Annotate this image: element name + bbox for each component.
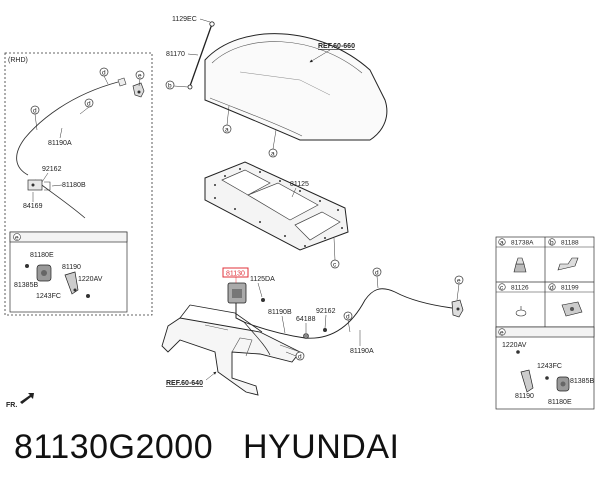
hood-insulator-icon <box>204 161 349 251</box>
svg-text:d: d <box>375 270 379 277</box>
legend-detail-label-bolt: 1243FC <box>537 363 562 370</box>
rhd-release-handle-icon <box>132 82 145 98</box>
legend-latch-icon <box>545 376 570 392</box>
label-grommet: 64188 <box>296 316 316 323</box>
svg-text:c: c <box>500 285 504 292</box>
label-latch-assy: 81130 <box>226 271 245 278</box>
rhd-latch-icon <box>25 264 52 282</box>
rhd-label-handle-assy: 81180B <box>62 182 86 189</box>
rhd-callout-d1: d <box>99 67 109 85</box>
cable-handle-icon <box>451 299 464 318</box>
label-stay-rod: 81170 <box>166 51 185 58</box>
svg-text:d: d <box>298 354 302 361</box>
callout-d1: d <box>372 267 382 289</box>
svg-text:d: d <box>102 70 106 77</box>
svg-text:b: b <box>168 83 172 90</box>
label-cable: 81190A <box>350 348 374 355</box>
svg-text:a: a <box>225 127 229 134</box>
bumper-stop-icon <box>513 257 527 273</box>
legend-detail-e-callout: e <box>500 330 504 337</box>
latch-part-highlight-box <box>222 267 249 278</box>
label-spring: 92162 <box>316 308 336 315</box>
rhd-variant-box: (RHD) d d d <box>4 52 153 316</box>
rhd-callout-d2: d <box>79 98 94 115</box>
label-front: FR. <box>6 402 17 409</box>
label-stay-clip: 1129EC <box>172 16 197 23</box>
svg-text:d: d <box>33 108 37 115</box>
label-panel-ref: REF.60-640 <box>166 380 203 387</box>
rhd-detail-e-callout: e <box>15 235 19 242</box>
rhd-label-spring: 92162 <box>42 166 62 173</box>
callout-a1: a <box>222 105 232 134</box>
label-insulator: 81125 <box>290 181 309 188</box>
cable-grommet-icon <box>303 328 327 339</box>
svg-text:b: b <box>550 240 554 247</box>
rhd-detail-label-bolt-a: 81385B <box>14 282 38 289</box>
rhd-cable <box>16 81 119 176</box>
front-arrow-icon <box>20 393 34 404</box>
rhd-detail-label-lever: 81190 <box>62 264 81 271</box>
callout-a2: a <box>268 129 278 158</box>
legend-part-a: 81738A <box>511 240 534 247</box>
svg-text:e: e <box>457 278 461 285</box>
callout-c: c <box>330 237 340 269</box>
callout-b: b <box>165 80 189 90</box>
legend-cell-d: d 81199 <box>548 283 583 317</box>
callout-d3: d <box>285 351 305 361</box>
stay-holder-icon <box>557 257 579 271</box>
legend-cell-c: c 81126 <box>498 283 529 317</box>
rhd-detail-label-screw: 1220AV <box>78 276 103 283</box>
part-caption: 81130G2000 HYUNDAI <box>14 428 399 467</box>
legend-grid: a 81738A b 81188 c 81126 d <box>495 236 595 328</box>
svg-text:d: d <box>87 101 91 108</box>
svg-text:a: a <box>271 151 275 158</box>
rhd-bracket-icon <box>27 179 51 191</box>
legend-detail-label-screw: 1220AV <box>502 342 527 349</box>
rhd-detail-label-bolt-b: 1243FC <box>36 293 61 300</box>
rhd-callout-e: e <box>135 70 145 87</box>
hood-latch-assembly-icon <box>227 282 265 323</box>
part-number: 81130G2000 <box>14 428 214 466</box>
hood-icon <box>204 33 388 141</box>
svg-text:d: d <box>346 314 350 321</box>
legend-detail-label-bolt-b: 81385B <box>570 378 594 385</box>
svg-text:d: d <box>550 285 554 292</box>
legend-part-c: 81126 <box>511 285 529 292</box>
legend-part-d: 81199 <box>561 285 579 292</box>
label-cable-guide: 81190B <box>268 309 292 316</box>
rhd-lever-icon <box>64 271 90 298</box>
rhd-clip-icon <box>117 77 127 87</box>
legend-cell-b: b 81188 <box>548 238 579 271</box>
label-bolt: 1125DA <box>250 276 275 283</box>
rhd-label-bracket: 84169 <box>23 203 43 210</box>
front-direction-indicator: FR. <box>6 393 34 409</box>
legend-detail-label-latch: 81180E <box>548 399 572 406</box>
cable-clip-icon <box>561 301 583 317</box>
insulator-clip-icon <box>515 306 527 317</box>
legend-part-b: 81188 <box>561 240 579 247</box>
release-cable-icon <box>243 288 453 356</box>
brand-name: HYUNDAI <box>242 428 400 466</box>
rhd-label-cable: 81190A <box>48 140 72 147</box>
legend-lever-icon <box>516 350 534 393</box>
rhd-detail-e-box: e 81180E 81385B 81190 1220AV 1243FC <box>9 231 128 313</box>
rhd-title: (RHD) <box>8 57 28 64</box>
callout-d2: d <box>343 311 353 333</box>
legend-detail-e-box: e 1220AV 1243FC 81385B 81190 81180E <box>495 326 594 410</box>
callout-e: e <box>454 275 464 301</box>
legend-cell-a: a 81738A <box>498 238 534 273</box>
rhd-detail-label-latch: 81180E <box>30 252 54 259</box>
svg-text:c: c <box>333 262 337 269</box>
rhd-callout-d3: d <box>30 105 40 131</box>
svg-text:e: e <box>138 73 142 80</box>
label-hood-ref: REF.60-660 <box>318 43 355 50</box>
legend-detail-label-lever: 81190 <box>515 393 534 400</box>
svg-text:a: a <box>500 240 504 247</box>
